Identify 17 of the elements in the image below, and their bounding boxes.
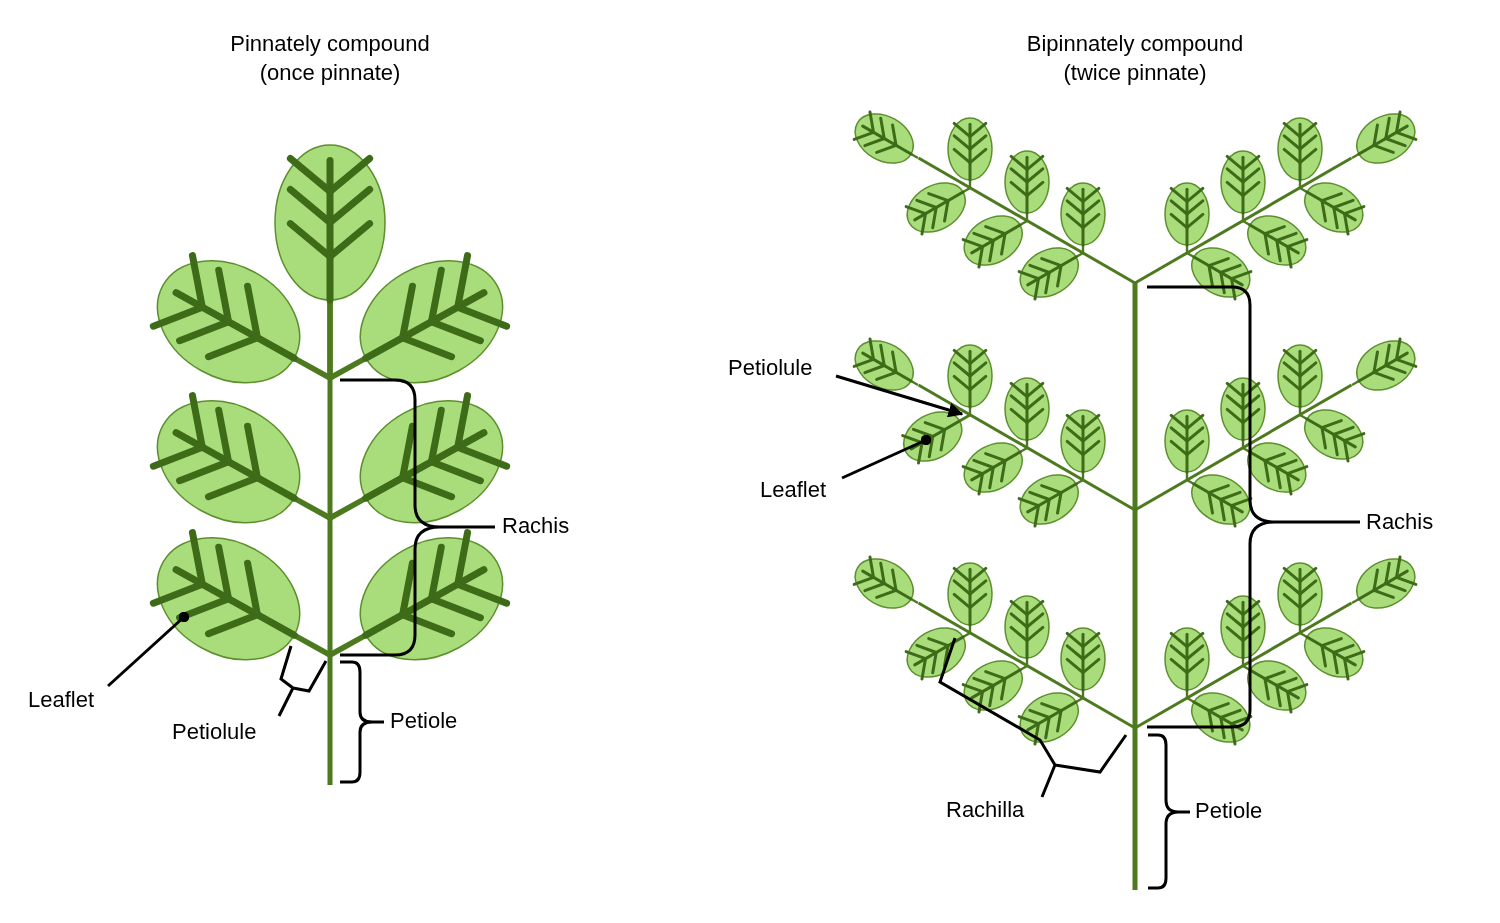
node-label: Leaflet [760, 476, 827, 505]
petiolule [958, 413, 971, 423]
part-label: Petiolule [172, 718, 257, 746]
heading: Bipinnately compound (twice pinnate) [1025, 30, 1245, 87]
node-label: Petiolule [728, 354, 813, 383]
leader-line [107, 611, 190, 688]
leader-line [841, 434, 932, 480]
part-label: Rachis [502, 512, 570, 540]
heading: Pinnately compound (once pinnate) [229, 30, 431, 87]
part-label: Petiole [390, 707, 458, 735]
leader-line [835, 374, 964, 418]
leaflet-drawing [901, 411, 963, 465]
part-label: Rachis [1366, 508, 1434, 536]
part-label: Petiole [1195, 797, 1263, 825]
leaflet-drawing [149, 529, 301, 661]
node-label: Leaflet [28, 686, 95, 715]
part-label: Rachilla [946, 796, 1025, 824]
